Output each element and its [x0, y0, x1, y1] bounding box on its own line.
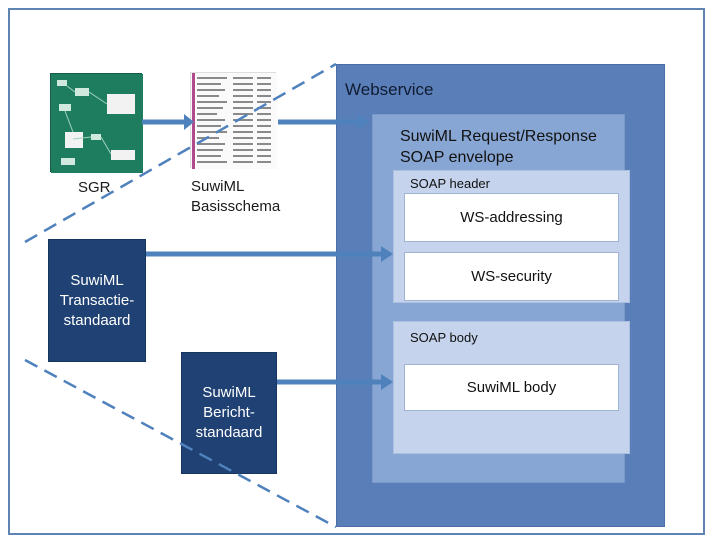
- sgr-label: SGR: [78, 179, 111, 196]
- basisschema-label-line2: Basisschema: [191, 198, 281, 215]
- ws-security-box: WS-security: [404, 252, 619, 301]
- soap-header-title: SOAP header: [410, 176, 490, 191]
- zoom-line-bottom: [24, 358, 337, 529]
- webservice-title: Webservice: [345, 80, 434, 99]
- soap-envelope-title: SuwiML Request/Response SOAP envelope: [400, 126, 597, 168]
- bericht-line2: Bericht-: [203, 404, 255, 421]
- bericht-line1: SuwiML: [202, 384, 256, 401]
- basisschema-label: SuwiML Basisschema: [191, 177, 280, 217]
- transactie-line2: Transactie-: [59, 291, 135, 309]
- arrow-bericht-to-body-head: [381, 374, 393, 390]
- envelope-title-line2: SOAP envelope: [400, 149, 514, 166]
- arrow-sgr-to-schema-head: [184, 114, 194, 130]
- arrow-transactie-to-header-head: [381, 246, 393, 262]
- sgr-thumbnail: [50, 73, 143, 173]
- envelope-title-line1: SuwiML Request/Response: [400, 128, 597, 145]
- soap-body-title: SOAP body: [410, 330, 478, 345]
- suwiml-body-box: SuwiML body: [404, 364, 619, 411]
- bericht-line3: standaard: [195, 424, 263, 441]
- sgr-diagram-icon: [51, 74, 143, 173]
- transactiestandaard-box: SuwiML Transactie- standaard: [48, 239, 146, 362]
- zoom-line-top: [24, 62, 337, 244]
- transactie-line3: standaard: [63, 311, 131, 329]
- berichtstandaard-box: SuwiML Bericht- standaard: [181, 352, 277, 474]
- arrow-schema-to-envelope-head: [358, 114, 370, 130]
- ws-addressing-box: WS-addressing: [404, 193, 619, 242]
- transactie-line1: SuwiML: [70, 271, 124, 289]
- basisschema-label-line1: SuwiML: [191, 178, 245, 195]
